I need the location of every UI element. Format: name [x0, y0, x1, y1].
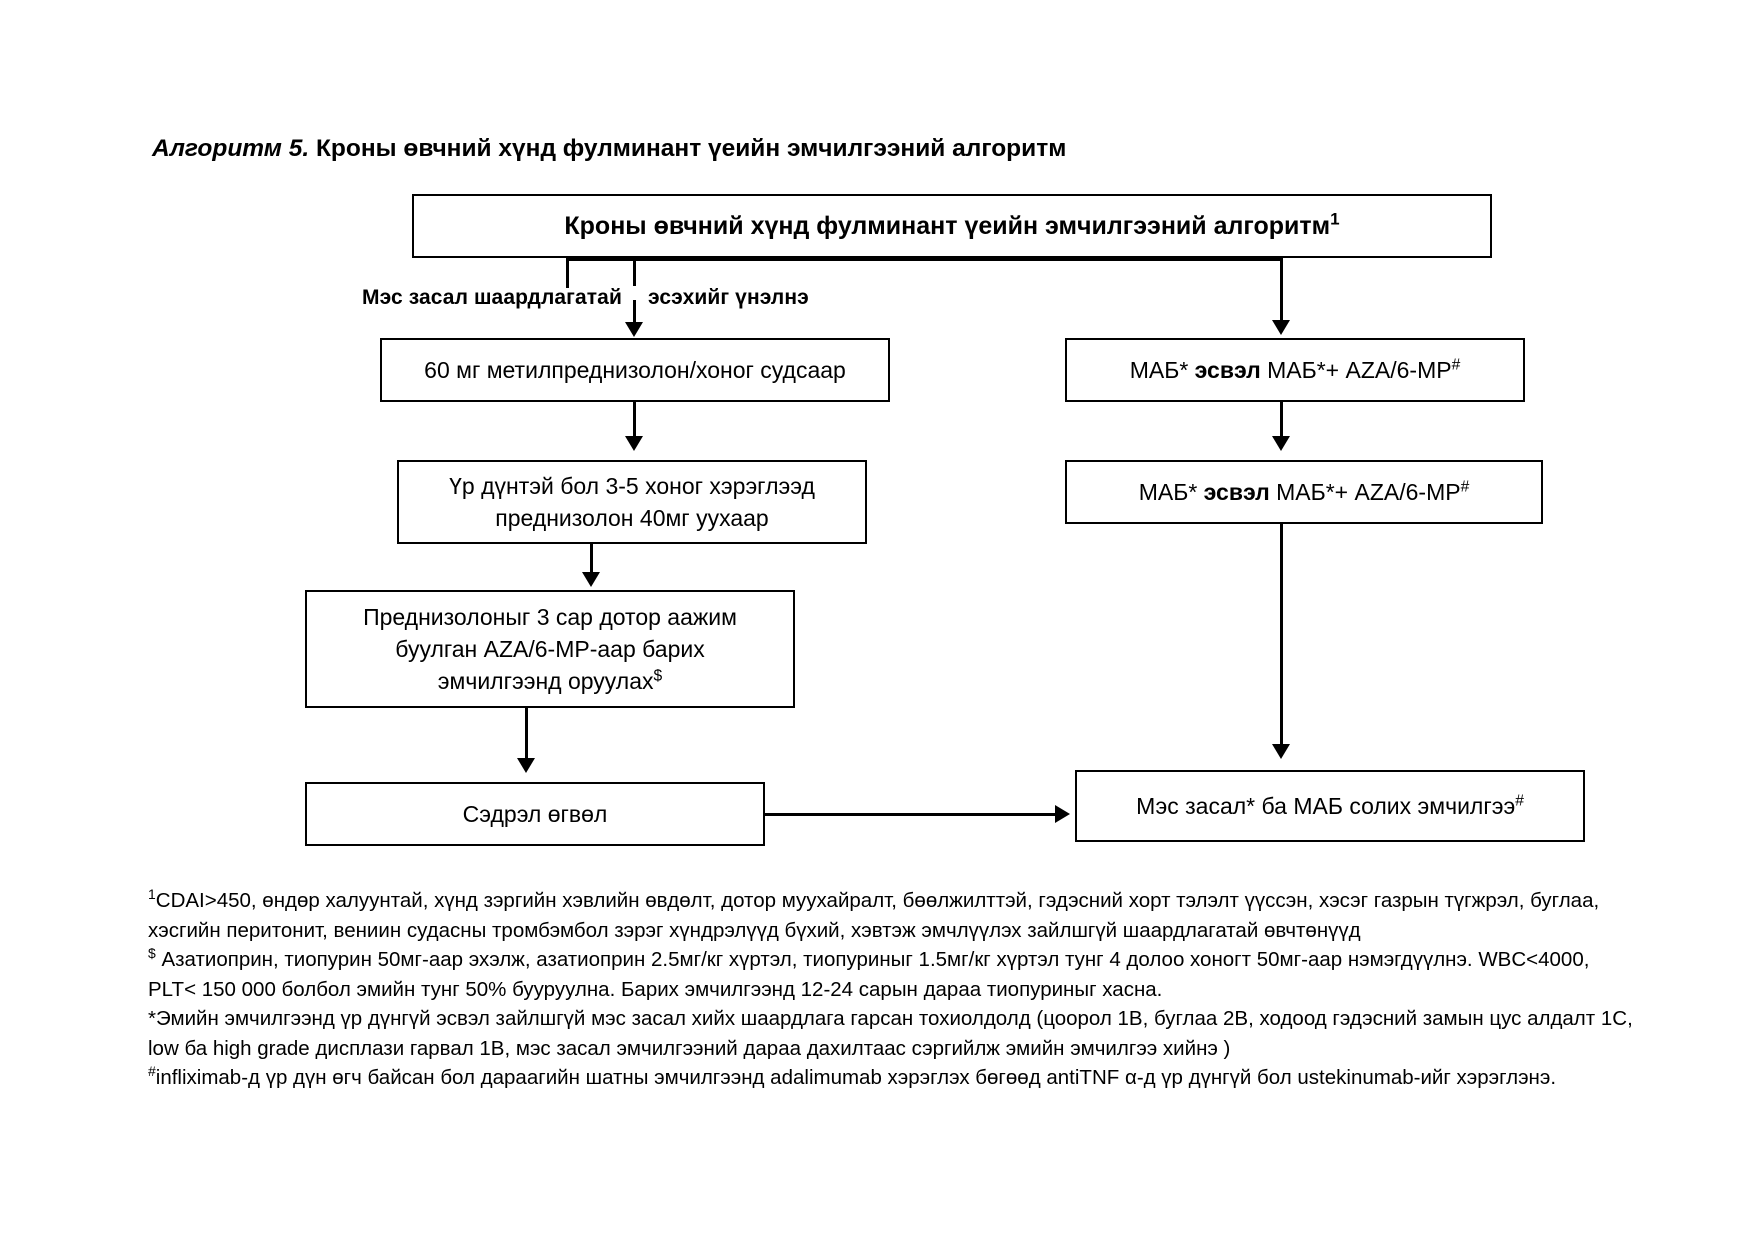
arrowhead-to-prednisolone [625, 436, 643, 451]
footnotes: 1CDAI>450, өндөр халуунтай, хүнд зэргийн… [148, 886, 1638, 1093]
flow-box-prednisolone-taper: Преднизолоныг 3 сар дотор аажим буулган … [305, 590, 795, 708]
flow-box-surgery: Мэс засал* ба МАБ солих эмчилгээ# [1075, 770, 1585, 842]
flow-box-methylprednisolone: 60 мг метилпреднизолон/хоног судсаар [380, 338, 890, 402]
footnote-2-text: Азатиоприн, тиопурин 50мг-аар эхэлж, аза… [148, 948, 1590, 1001]
connector-to-mab1 [1280, 258, 1283, 322]
flow-box-title-sup: 1 [1330, 209, 1340, 229]
mab-2-post: МАБ*+ AZA/6-MP [1276, 479, 1461, 505]
connector-to-methylprednisolone [633, 300, 636, 324]
flow-box-title-text: Кроны өвчний хүнд фулминант үеийн эмчилг… [564, 209, 1340, 240]
taper-line3: эмчилгээнд оруулах [437, 668, 654, 694]
footnote-1: 1CDAI>450, өндөр халуунтай, хүнд зэргийн… [148, 886, 1638, 945]
surgery-sup: # [1515, 792, 1524, 810]
mab-1-strong: эсвэл [1194, 357, 1261, 383]
taper-line1: Преднизолоныг 3 сар дотор аажим [363, 604, 737, 630]
taper-sup: $ [653, 667, 663, 685]
footnote-2: $ Азатиоприн, тиопурин 50мг-аар эхэлж, а… [148, 945, 1638, 1004]
arrowhead-to-mab2 [1272, 436, 1290, 451]
flow-box-title: Кроны өвчний хүнд фулминант үеийн эмчилг… [412, 194, 1492, 258]
figure-caption: Алгоритм 5. Кроны өвчний хүнд фулминант … [152, 134, 1066, 164]
flow-box-prednisolone-taper-text: Преднизолоныг 3 сар дотор аажим буулган … [363, 601, 737, 697]
flow-box-prednisolone-oral-text: Үр дүнтэй бол 3-5 хоног хэрэглээд предни… [449, 470, 815, 534]
footnote-3: *Эмийн эмчилгээнд үр дүнгүй эсвэл зайлшг… [148, 1004, 1638, 1063]
caption-title: Кроны өвчний хүнд фулминант үеийн эмчилг… [315, 135, 1067, 162]
arrowhead-to-relapse [517, 758, 535, 773]
arrowhead-to-taper [582, 572, 600, 587]
mab-1-sup: # [1451, 356, 1461, 374]
flow-box-mab-2: МАБ* эсвэл МАБ*+ AZA/6-MP# [1065, 460, 1543, 524]
footnote-4: #infliximab-д үр дүн өгч байсан бол дара… [148, 1063, 1638, 1093]
arrowhead-to-methylprednisolone [625, 322, 643, 337]
mab-1-post: МАБ*+ AZA/6-MP [1267, 357, 1452, 383]
flow-box-relapse: Сэдрэл өгвөл [305, 782, 765, 846]
flow-box-relapse-text: Сэдрэл өгвөл [462, 801, 608, 827]
footnote-3-text: *Эмийн эмчилгээнд үр дүнгүй эсвэл зайлшг… [148, 1007, 1633, 1060]
arrowhead-to-mab1 [1272, 320, 1290, 335]
footnote-2-marker: $ [148, 945, 156, 962]
flow-box-mab-1-text: МАБ* эсвэл МАБ*+ AZA/6-MP# [1130, 354, 1461, 386]
flow-box-mab-1: МАБ* эсвэл МАБ*+ AZA/6-MP# [1065, 338, 1525, 402]
caption-prefix: Алгоритм 5. [152, 135, 310, 162]
connector-title-left-stub [566, 258, 569, 288]
connector-mab1-to-mab2 [1280, 402, 1283, 438]
connector-taper-to-relapse [525, 708, 528, 760]
arrowhead-to-surgery-from-relapse [1055, 805, 1070, 823]
footnote-1-text: CDAI>450, өндөр халуунтай, хүнд зэргийн … [148, 889, 1600, 942]
connector-relapse-to-surgery [765, 813, 1057, 816]
flow-box-mab-2-text: МАБ* эсвэл МАБ*+ AZA/6-MP# [1139, 476, 1470, 508]
prednisolone-oral-line2: преднизолон 40мг уухаар [495, 505, 769, 531]
prednisolone-oral-line1: Үр дүнтэй бол 3-5 хоног хэрэглээд [449, 473, 815, 499]
taper-line2: буулган AZA/6-MP-аар барих [395, 636, 705, 662]
connector-mab2-to-surgery [1280, 524, 1283, 746]
connector-methylpred-to-prednisolone [633, 402, 636, 438]
surgery-pre: Мэс засал* ба МАБ солих эмчилгээ [1136, 793, 1516, 819]
connector-branch-divider [633, 258, 636, 286]
branch-label-left: Мэс засал шаардлагатай [362, 286, 622, 309]
flow-box-methylprednisolone-text: 60 мг метилпреднизолон/хоног судсаар [424, 357, 846, 383]
mab-2-pre: МАБ* [1138, 479, 1198, 505]
connector-title-horizontal [566, 258, 1282, 261]
arrowhead-to-surgery-from-mab2 [1272, 744, 1290, 759]
flow-box-prednisolone-oral: Үр дүнтэй бол 3-5 хоног хэрэглээд предни… [397, 460, 867, 544]
flow-box-surgery-text: Мэс засал* ба МАБ солих эмчилгээ# [1136, 790, 1524, 822]
branch-label: Мэс засал шаардлагатай эсэхийг үнэлнэ [362, 286, 809, 310]
mab-1-pre: МАБ* [1129, 357, 1189, 383]
branch-label-right: эсэхийг үнэлнэ [647, 286, 809, 309]
footnote-4-marker: # [148, 1063, 156, 1080]
footnote-4-text: infliximab-д үр дүн өгч байсан бол дараа… [155, 1066, 1557, 1089]
mab-2-sup: # [1460, 478, 1470, 496]
mab-2-strong: эсвэл [1203, 479, 1270, 505]
connector-to-taper [590, 544, 593, 576]
footnote-1-marker: 1 [148, 886, 156, 903]
